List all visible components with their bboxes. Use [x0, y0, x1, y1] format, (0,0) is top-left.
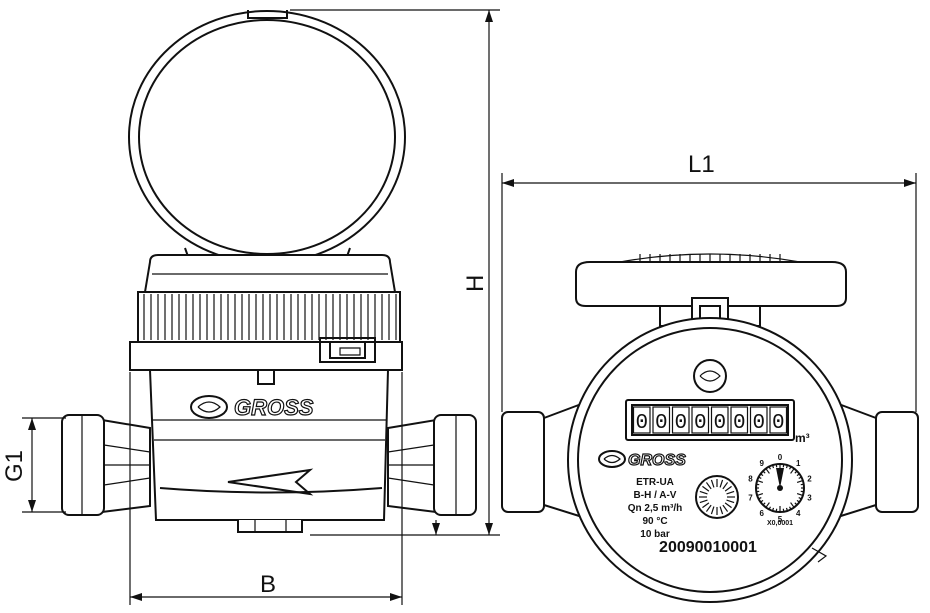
counter-unit: m³: [795, 431, 810, 445]
front-emblem: [693, 359, 727, 393]
dial-label: 1: [796, 459, 801, 468]
side-view: GROSS H: [1, 9, 500, 605]
dial-label: 2: [807, 474, 812, 483]
cap-ribs: [639, 254, 781, 262]
open-lid: [128, 10, 406, 264]
meter-body: [148, 369, 390, 521]
counter-digit: 0: [752, 412, 765, 435]
dimension-g1: G1: [1, 417, 66, 513]
dial-label: 7: [748, 494, 753, 503]
counter-digit: 0: [772, 412, 785, 435]
dial-rim-outer: [567, 317, 853, 603]
face-flow: Qn 2,5 m³/h: [628, 503, 682, 514]
dial-factor: X0,0001: [767, 520, 793, 527]
dial-rim-inner: [577, 327, 843, 593]
serial-number: 20090010001: [659, 539, 757, 556]
flow-arrow: [227, 468, 314, 496]
bottom-stub: [237, 520, 303, 533]
face-temperature: 90 °C: [642, 516, 667, 527]
dial-label: 9: [760, 459, 765, 468]
counter-digit: 0: [733, 412, 746, 435]
side-logo: GROSS: [190, 394, 314, 421]
dial-label: 6: [760, 509, 765, 518]
dimension-h: H: [290, 9, 500, 536]
counter-digit: 0: [655, 412, 668, 435]
dial-label: 5: [778, 515, 783, 524]
front-cap: [575, 261, 847, 307]
face-pressure: 10 bar: [640, 529, 670, 540]
label-g1: G1: [1, 450, 28, 482]
star-wheel: [695, 475, 739, 519]
dial-label: 0: [778, 453, 783, 462]
dimension-b: B: [129, 372, 403, 605]
svg-text:GROSS: GROSS: [234, 395, 314, 420]
collar: [129, 341, 403, 371]
knurl-lines: [143, 294, 397, 340]
counter-digit: 0: [713, 412, 726, 435]
label-h: H: [462, 275, 489, 292]
dimension-l1: L1: [501, 151, 917, 412]
knurled-ring: [137, 291, 401, 343]
svg-text:GROSS: GROSS: [628, 452, 686, 469]
small-dial: 0 12 34 5 67 89 X0,0001: [748, 453, 812, 527]
counter-digit: 0: [674, 412, 687, 435]
label-l1: L1: [688, 151, 715, 178]
left-nut: [61, 414, 151, 516]
counter-digit: 0: [635, 412, 648, 435]
counter-digit: 0: [694, 412, 707, 435]
label-b: B: [260, 571, 276, 598]
dial-label: 4: [796, 509, 801, 518]
face-class: B-H / A-V: [634, 490, 677, 501]
face-model: ETR-UA: [636, 477, 674, 488]
front-logo: GROSS: [598, 450, 687, 470]
dial-label: 3: [807, 494, 812, 503]
right-nut: [387, 414, 477, 516]
dial-label: 8: [748, 474, 753, 483]
front-right-nut: [827, 399, 919, 521]
